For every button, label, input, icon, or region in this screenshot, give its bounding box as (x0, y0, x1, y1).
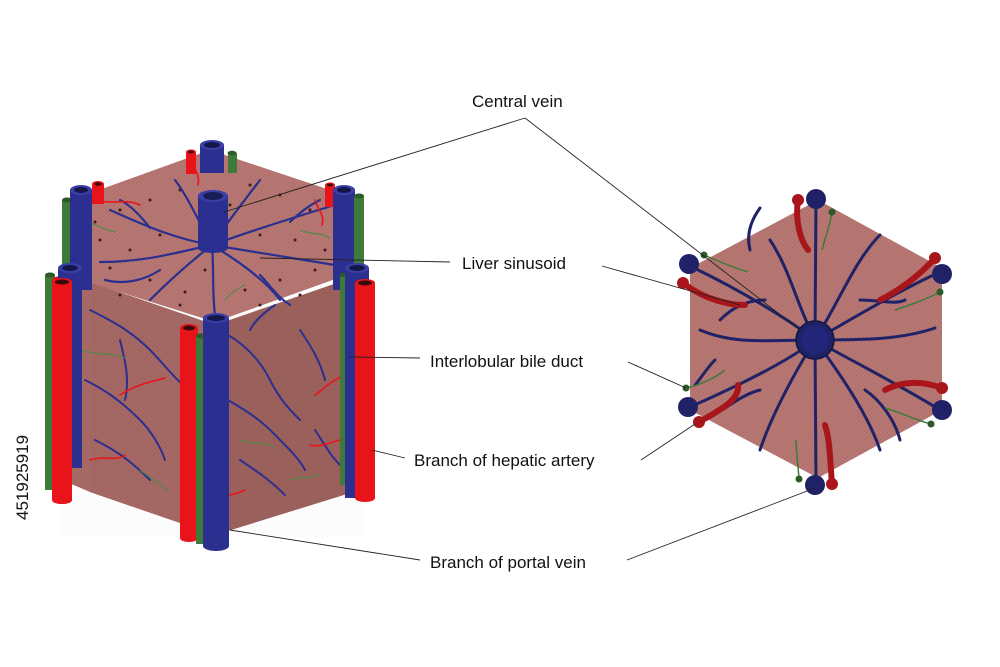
labels: Central vein Liver sinusoid Interlobular… (414, 92, 595, 572)
label-branch-portal-vein: Branch of portal vein (430, 553, 586, 572)
leader-bile-duct-right (627, 361, 687, 389)
leader-sinusoid-right (601, 265, 741, 306)
stock-id-text: 451925919 (13, 435, 32, 520)
side-bile-ducts (79, 349, 321, 493)
label-interlobular-bile-duct: Interlobular bile duct (430, 352, 583, 371)
portal-triad-back (186, 140, 237, 174)
leader-bile-duct (349, 356, 421, 359)
lobule-3d-block (45, 140, 375, 551)
label-liver-sinusoid: Liver sinusoid (462, 254, 566, 273)
side-sinusoid-veins (84, 304, 341, 496)
leader-central-vein-left (223, 117, 526, 213)
portal-triad-right-front (339, 263, 375, 502)
lobule-cross-section (677, 189, 952, 495)
central-vein-tube (198, 190, 228, 253)
leader-lines (223, 117, 816, 561)
portal-triad-left-front (45, 263, 82, 504)
leader-artery-right (640, 423, 696, 461)
portal-triad-right-top (325, 182, 364, 290)
leader-central-vein-right (524, 117, 801, 331)
portal-triad-bottom-front (180, 313, 229, 551)
label-branch-hepatic-artery: Branch of hepatic artery (414, 451, 595, 470)
leader-portal-right (626, 487, 816, 561)
leader-portal-left (229, 529, 421, 561)
leader-sinusoid-left (259, 257, 451, 263)
leader-artery-left (371, 449, 406, 459)
label-central-vein: Central vein (472, 92, 563, 111)
